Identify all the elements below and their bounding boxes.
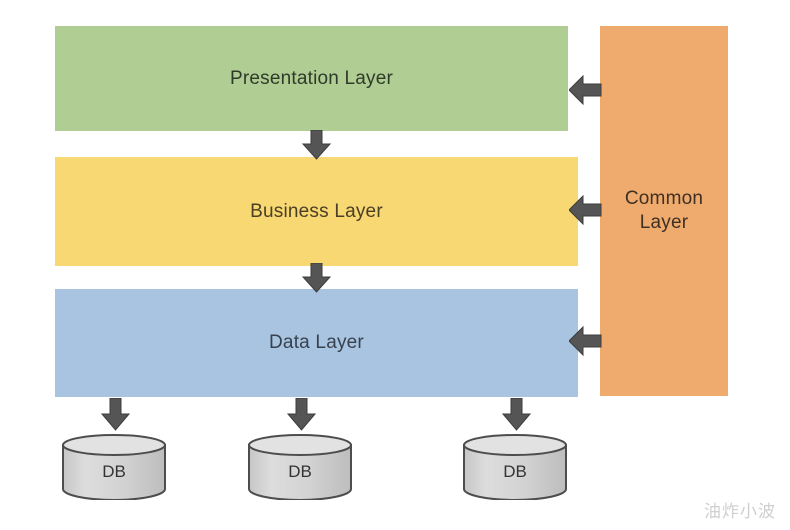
data-layer-label: Data Layer (269, 332, 364, 354)
arrow-down-business-to-data-icon (302, 263, 331, 293)
database-label-1: DB (102, 462, 126, 481)
database-label-2: DB (288, 462, 312, 481)
arrow-down-data-to-db-1-icon (101, 398, 130, 431)
business-layer-label: Business Layer (250, 200, 383, 222)
arrow-left-common-to-data-icon (569, 326, 602, 356)
database-cylinder-1[interactable]: DB (61, 434, 167, 500)
common-layer-label: Common Layer (624, 188, 704, 233)
arrow-left-common-to-business-icon (569, 195, 602, 225)
presentation-layer-box[interactable]: Presentation Layer (55, 26, 568, 131)
watermark-text: 油炸小波 (704, 502, 776, 522)
arrow-down-data-to-db-2-icon (287, 398, 316, 431)
data-layer-box[interactable]: Data Layer (55, 289, 578, 397)
arrow-left-common-to-presentation-icon (569, 75, 602, 105)
database-label-3: DB (503, 462, 527, 481)
database-cylinder-3[interactable]: DB (462, 434, 568, 500)
business-layer-box[interactable]: Business Layer (55, 157, 578, 266)
arrow-down-data-to-db-3-icon (502, 398, 531, 431)
arrow-down-presentation-to-business-icon (302, 130, 331, 160)
common-layer-box[interactable]: Common Layer (600, 26, 728, 396)
database-cylinder-2[interactable]: DB (247, 434, 353, 500)
presentation-layer-label: Presentation Layer (229, 67, 394, 89)
